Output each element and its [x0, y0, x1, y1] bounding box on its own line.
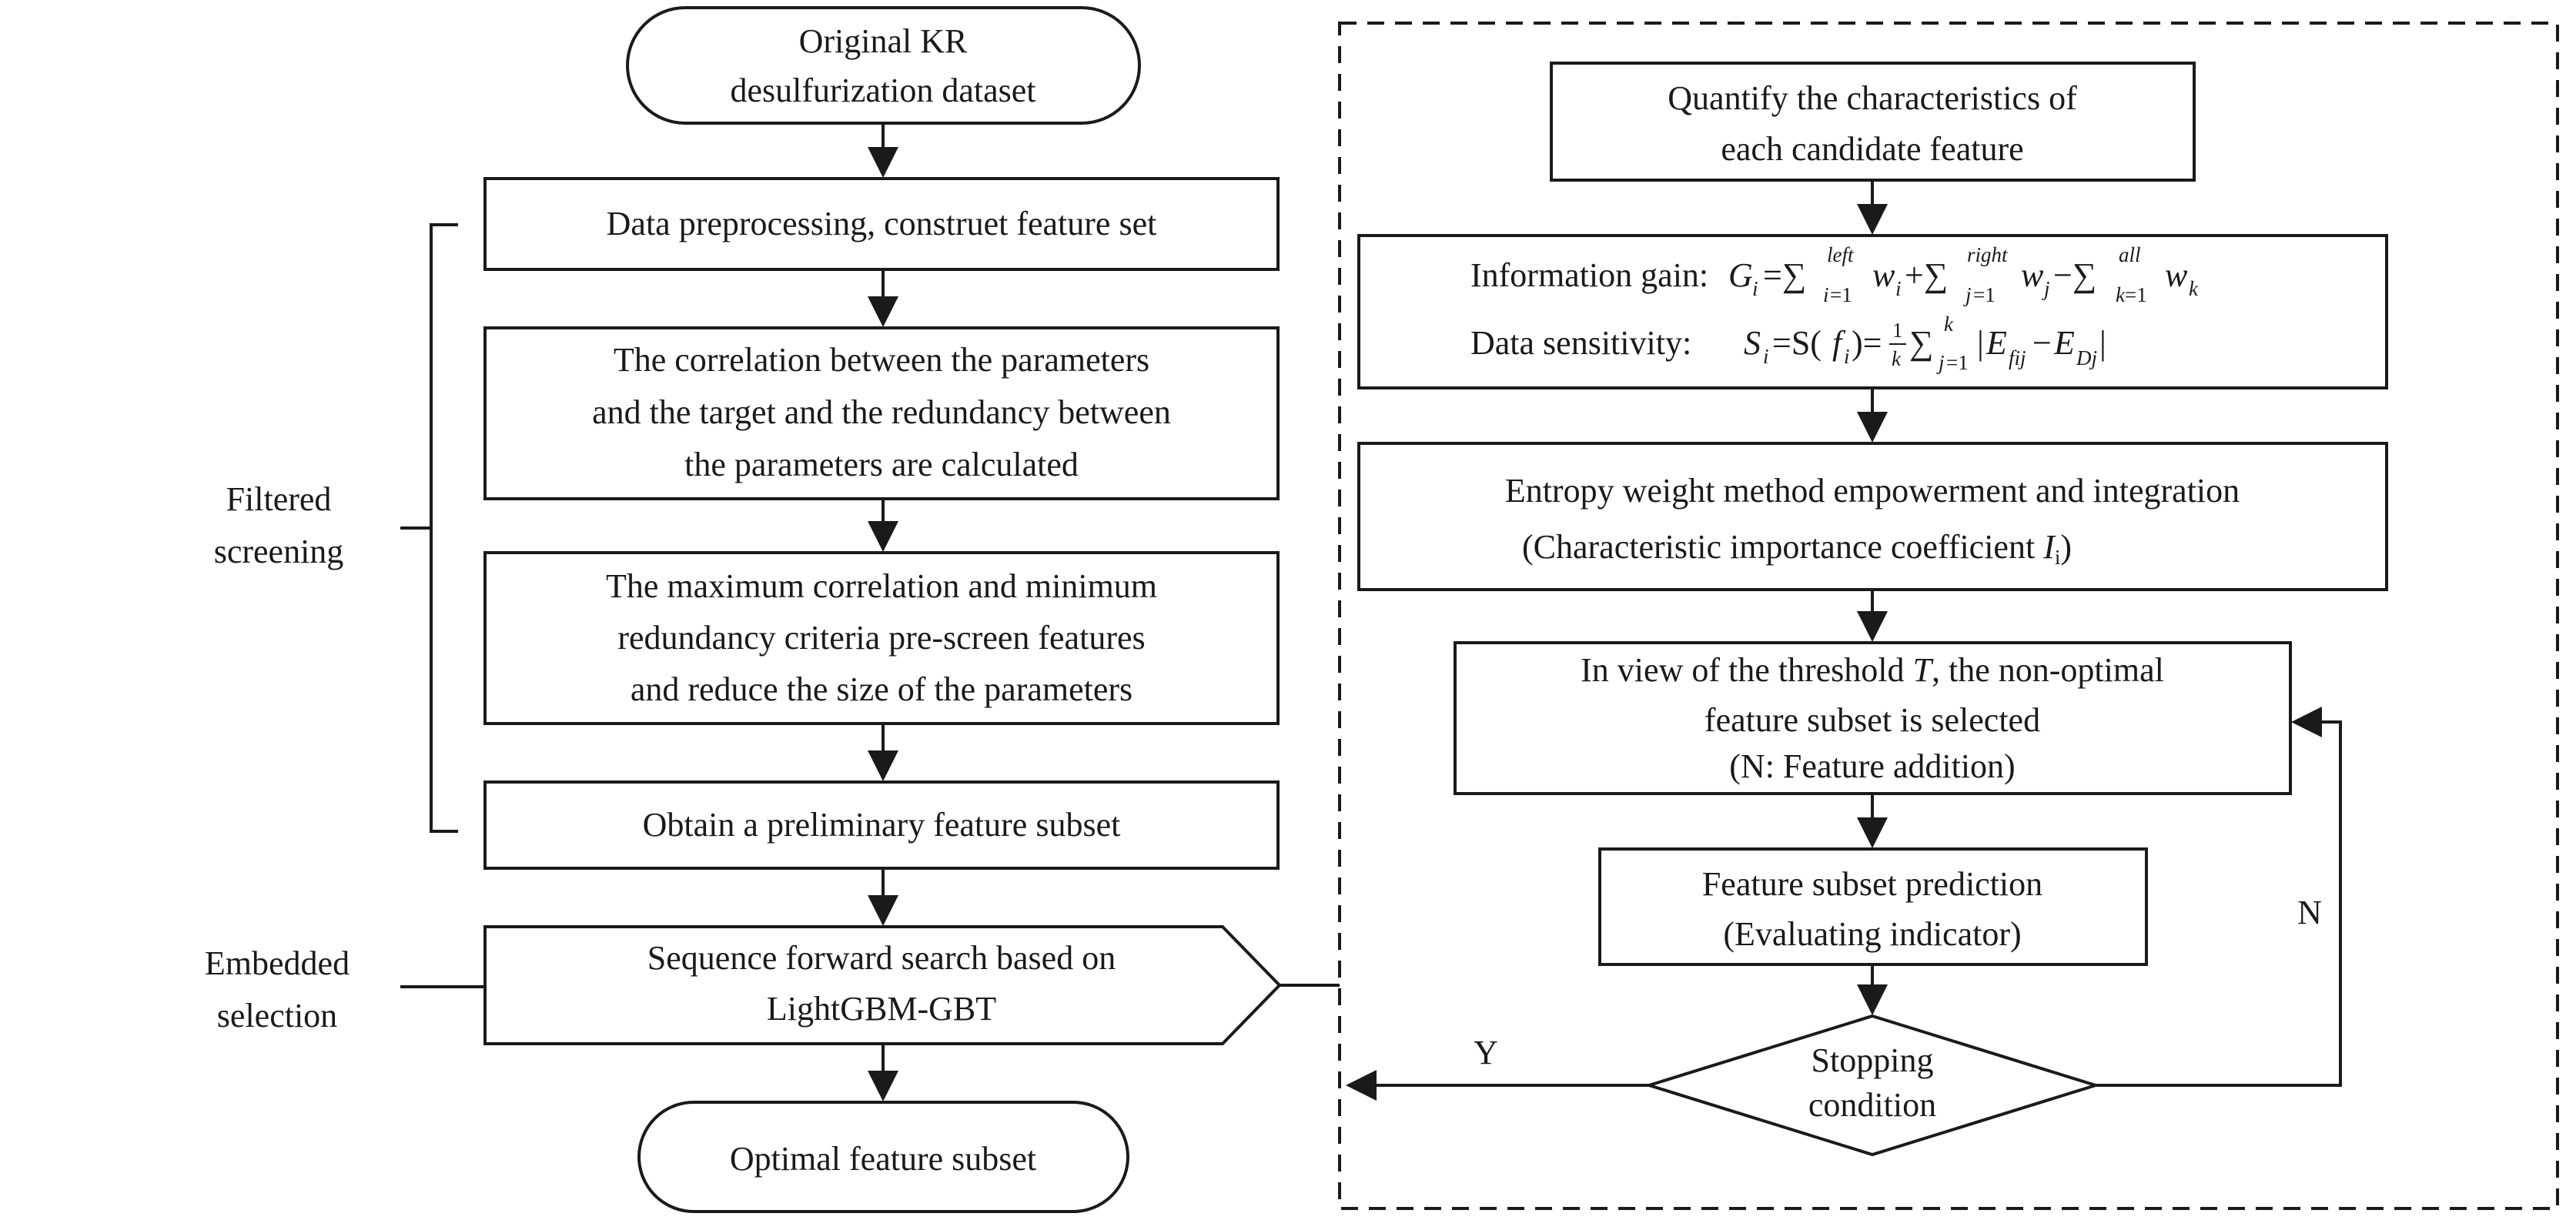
svg-text:=1: =1: [1830, 283, 1852, 306]
svg-text:i: i: [1763, 345, 1769, 368]
svg-text:k: k: [1892, 347, 1902, 370]
quantify-box: [1550, 62, 2196, 182]
forward-search-box: [483, 925, 1282, 1045]
svg-text:−∑: −∑: [2053, 256, 2096, 294]
data-sens-prefix: Data sensitivity:: [1470, 324, 1691, 362]
svg-text:left: left: [1827, 243, 1855, 266]
end-terminal: [637, 1101, 1129, 1213]
preprocessing-box: [483, 177, 1280, 271]
filtered-label-2: screening: [214, 533, 344, 570]
entropy-line-2: (Characteristic importance coefficient I…: [1522, 528, 2072, 569]
svg-text:=1: =1: [1946, 351, 1969, 374]
threshold-line-3: (N: Feature addition): [1729, 747, 2015, 785]
svg-text:all: all: [2119, 243, 2141, 266]
svg-text:i: i: [1752, 277, 1758, 300]
data-sensitivity-formula: Data sensitivity: S i =S( f i )= 1 k ∑ k…: [1470, 313, 2106, 374]
svg-text:E: E: [1986, 324, 2007, 362]
embedded-label-1: Embedded: [205, 944, 350, 982]
prediction-line-1: Feature subset prediction: [1702, 865, 2042, 903]
svg-text:k: k: [2189, 277, 2199, 300]
svg-text:S: S: [1744, 324, 1761, 362]
entropy-box: [1357, 442, 2388, 591]
prediction-line-2: (Evaluating indicator): [1723, 915, 2021, 953]
information-gain-formula: Information gain: G i =∑ left i =1 w i +…: [1470, 243, 2199, 306]
svg-text:1: 1: [1892, 319, 1903, 342]
svg-text:=1: =1: [2125, 283, 2147, 306]
svg-text:w: w: [2165, 256, 2188, 294]
svg-text:=∑: =∑: [1763, 256, 1806, 294]
mrmr-line-2: redundancy criteria pre-screen features: [617, 619, 1145, 657]
no-loop-arrow: [2096, 707, 2342, 1087]
stopping-condition-diamond: [1644, 1014, 2101, 1157]
entropy-line-1: Entropy weight method empowerment and in…: [1505, 472, 2240, 510]
svg-text:right: right: [1967, 243, 2009, 266]
svg-text:∑: ∑: [1909, 324, 1933, 362]
svg-text:j: j: [2042, 277, 2050, 300]
svg-text:+∑: +∑: [1905, 256, 1948, 294]
correlation-line-3: the parameters are calculated: [684, 446, 1079, 483]
info-gain-prefix: Information gain:: [1470, 256, 1708, 294]
stopping-line-2: condition: [1808, 1086, 1936, 1124]
threshold-box: [1454, 641, 2292, 795]
start-line-2: desulfurization dataset: [730, 72, 1035, 109]
quantify-line-1: Quantify the characteristics of: [1668, 79, 2077, 117]
forward-search-line-1: Sequence forward search based on: [647, 939, 1116, 977]
threshold-line-2: feature subset is selected: [1705, 701, 2040, 739]
yes-label: Y: [1474, 1034, 1498, 1071]
svg-text:i: i: [1823, 283, 1829, 306]
svg-text:|: |: [1977, 324, 1984, 362]
correlation-line-1: The correlation between the parameters: [614, 341, 1149, 379]
preliminary-subset-box: [483, 780, 1280, 870]
svg-text:=S(: =S(: [1772, 324, 1822, 362]
preliminary-subset-text: Obtain a preliminary feature subset: [643, 806, 1121, 844]
formulas-box: [1357, 234, 2388, 389]
embedded-region-border: [1338, 22, 2559, 1210]
embedded-label-2: selection: [217, 997, 337, 1034]
svg-text:j: j: [1936, 351, 1945, 374]
end-text: Optimal feature subset: [730, 1140, 1036, 1178]
stopping-line-1: Stopping: [1812, 1041, 1934, 1079]
preprocessing-text: Data preprocessing, construet feature se…: [607, 205, 1157, 242]
svg-text:i: i: [1895, 277, 1902, 300]
mrmr-box: [483, 551, 1280, 725]
mrmr-line-3: and reduce the size of the parameters: [631, 670, 1132, 708]
svg-text:k: k: [2116, 283, 2126, 306]
svg-text:|: |: [2099, 324, 2106, 362]
svg-text:E: E: [2053, 324, 2075, 362]
svg-text:=1: =1: [1973, 283, 1996, 306]
svg-text:)=: )=: [1852, 324, 1882, 362]
svg-text:w: w: [2021, 256, 2044, 294]
svg-text:−: −: [2032, 324, 2052, 362]
filtered-label-1: Filtered: [226, 480, 332, 518]
start-line-1: Original KR: [799, 22, 968, 60]
svg-text:fij: fij: [2009, 346, 2026, 369]
mrmr-line-1: The maximum correlation and minimum: [606, 567, 1157, 605]
correlation-line-2: and the target and the redundancy betwee…: [592, 393, 1171, 431]
svg-text:k: k: [1944, 313, 1954, 336]
no-label: N: [2297, 894, 2322, 931]
filtered-bracket: [400, 223, 458, 833]
svg-text:w: w: [1872, 256, 1895, 294]
forward-search-line-2: LightGBM-GBT: [767, 990, 996, 1028]
svg-text:j: j: [1963, 283, 1972, 306]
threshold-line-1: In view of the threshold T, the non-opti…: [1581, 651, 2164, 689]
svg-text:i: i: [1844, 345, 1850, 368]
svg-text:Dj: Dj: [2076, 346, 2097, 369]
svg-text:G: G: [1728, 256, 1753, 294]
quantify-line-2: each candidate feature: [1721, 130, 2023, 168]
